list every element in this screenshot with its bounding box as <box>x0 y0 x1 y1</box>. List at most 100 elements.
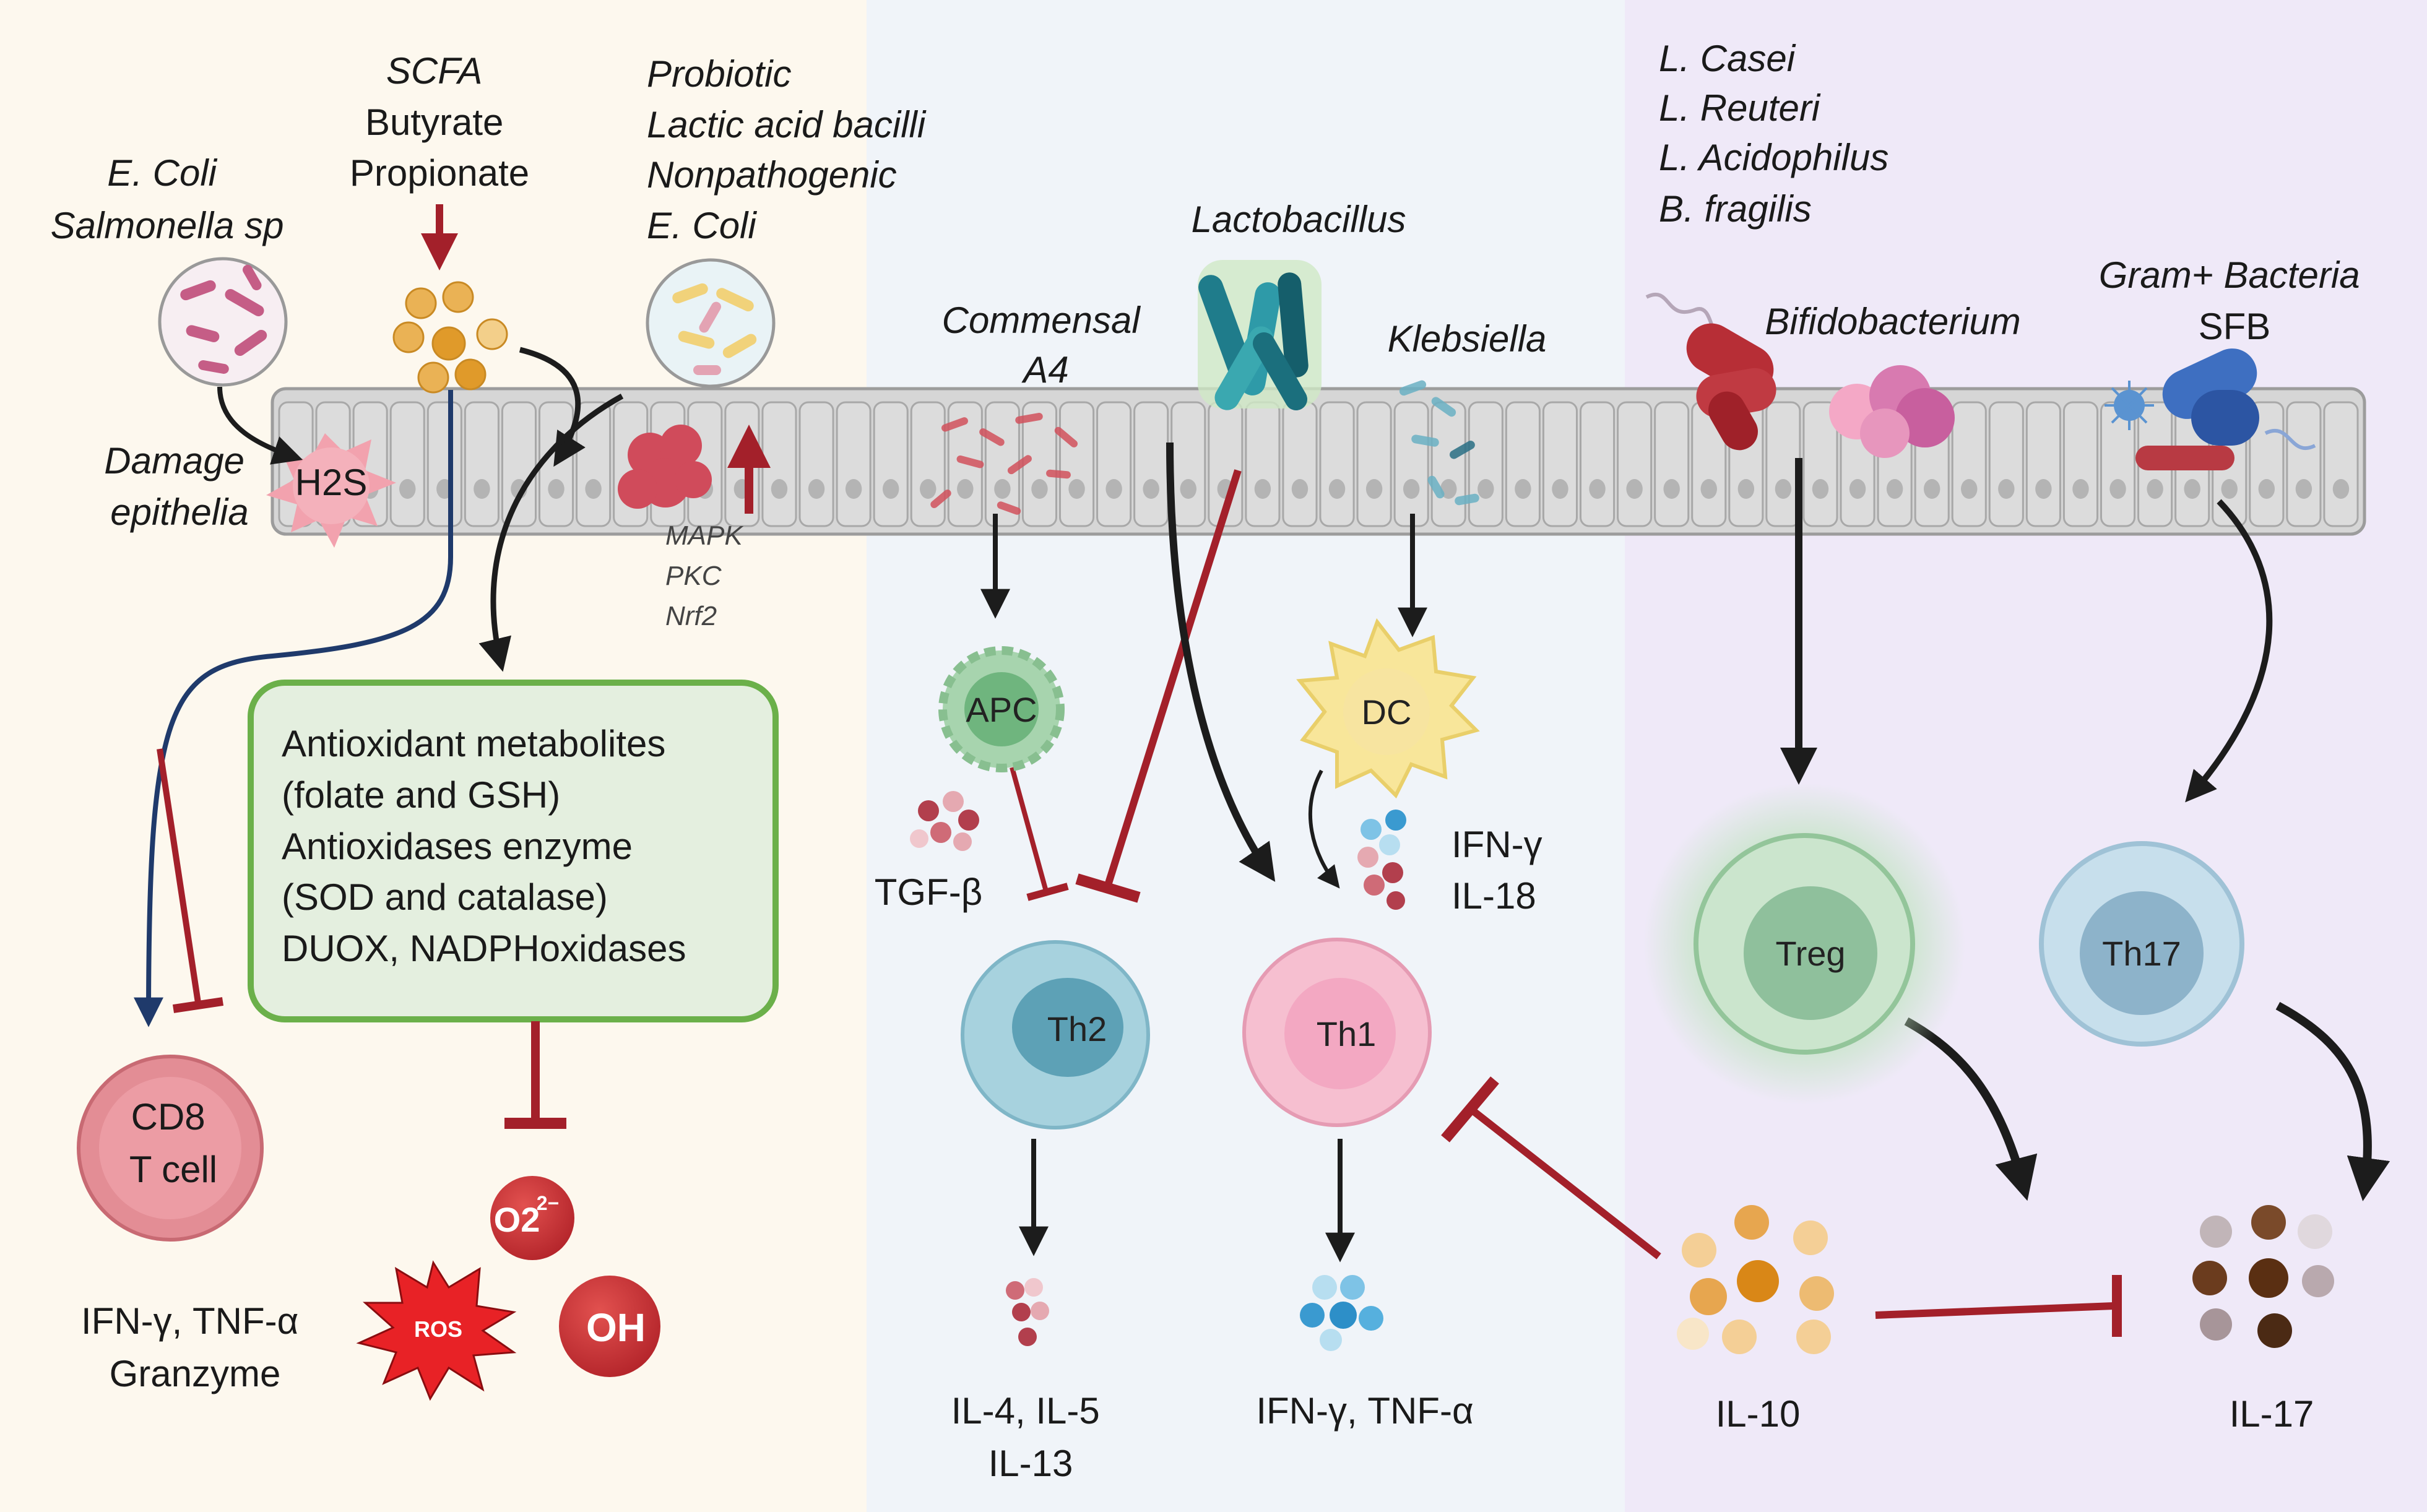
epithelial-nucleus <box>1328 479 1346 499</box>
th1-cytokines-label: IFN-γ, TNF-α <box>1256 1390 1473 1432</box>
hydroxyl-label: OH <box>586 1305 646 1350</box>
epithelial-nucleus <box>920 479 937 499</box>
pathogen-bacteria-icon <box>158 257 288 387</box>
epithelial-nucleus <box>1254 479 1271 499</box>
epithelial-cell <box>1356 401 1392 527</box>
antioxidant-box <box>248 680 779 1022</box>
th2-cell <box>961 940 1150 1130</box>
epithelial-cell <box>1059 401 1095 527</box>
epithelial-cell <box>798 401 834 527</box>
pathways-label: MAPK PKC Nrf2 <box>665 521 750 631</box>
epithelial-nucleus <box>1403 479 1420 499</box>
epithelial-cell <box>910 401 946 527</box>
epithelial-nucleus <box>882 479 899 499</box>
treg-cell <box>1643 783 1965 1105</box>
epithelial-nucleus <box>2258 479 2275 499</box>
epithelial-nucleus <box>957 479 974 499</box>
epithelial-cell <box>1133 401 1169 527</box>
epithelial-nucleus <box>2332 479 2350 499</box>
epithelial-cell <box>1319 401 1355 527</box>
epithelial-nucleus <box>1515 479 1531 499</box>
epithelial-nucleus <box>1626 479 1643 499</box>
epithelial-cell <box>1282 401 1318 527</box>
epithelial-nucleus <box>474 479 490 499</box>
epithelial-nucleus <box>1068 479 1085 499</box>
epithelial-nucleus <box>1886 479 1903 499</box>
epithelial-cell <box>836 401 872 527</box>
epithelial-nucleus <box>1440 479 1457 499</box>
th2-cytokine-molecules-icon <box>1006 1278 1049 1346</box>
cd8-label: CD8 T cell <box>129 1096 217 1190</box>
il10-molecules-icon <box>1677 1205 1834 1354</box>
superoxide-icon <box>490 1176 574 1260</box>
ros-label: ROS <box>414 1316 462 1342</box>
epithelial-cell <box>1988 401 2024 527</box>
th17-cell <box>2039 841 2244 1047</box>
damage-epithelia-label: Damage epithelia <box>104 440 254 533</box>
epithelial-nucleus <box>2072 479 2089 499</box>
treg-label: Treg <box>1775 934 1845 973</box>
epithelial-nucleus <box>1143 479 1159 499</box>
epithelial-nucleus <box>1737 479 1755 499</box>
epithelial-cell <box>1245 401 1281 527</box>
epithelial-cell <box>1542 401 1578 527</box>
epithelial-nucleus <box>399 479 416 499</box>
epithelial-nucleus <box>2035 479 2052 499</box>
epithelial-nucleus <box>1849 479 1866 499</box>
epithelial-cell <box>2323 401 2359 527</box>
epithelial-cell <box>1654 401 1690 527</box>
epithelial-cell <box>539 401 574 527</box>
bifidobacterium-label: Bifidobacterium <box>1765 301 2021 342</box>
h2s-label: H2S <box>295 462 368 503</box>
epithelial-nucleus <box>1998 479 2015 499</box>
antioxidant-text: Antioxidant metabolites (folate and GSH)… <box>282 723 686 969</box>
epithelial-nucleus <box>771 479 788 499</box>
epithelial-cell <box>464 401 500 527</box>
probiotic-bacteria-icon <box>646 258 776 388</box>
bifidobacterium-icon <box>1829 365 1955 458</box>
dc-cytokine-molecules-icon <box>1357 810 1406 910</box>
superoxide-label: O2 <box>494 1200 540 1239</box>
epithelial-nucleus <box>1589 479 1606 499</box>
epithelial-nucleus <box>1291 479 1309 499</box>
superoxide-superscript: 2− <box>537 1192 559 1214</box>
lacto-species-bacteria-icon <box>1645 292 1776 451</box>
epithelial-cell <box>1765 401 1801 527</box>
dc-label: DC <box>1362 693 1412 732</box>
epithelial-nucleus <box>2109 479 2126 499</box>
dc-cytokines-label: IFN-γ IL-18 <box>1451 824 1552 917</box>
epithelial-nucleus <box>1365 479 1383 499</box>
th2-cytokines-label: IL-4, IL-5 IL-13 <box>951 1390 1110 1484</box>
epithelial-cell <box>724 401 760 527</box>
epithelial-cell <box>1951 401 1987 527</box>
epithelial-cell <box>873 401 909 527</box>
epithelial-cell <box>426 401 462 527</box>
epithelial-nucleus <box>2147 479 2163 499</box>
lactobacillus-icon <box>1198 260 1322 411</box>
epithelial-nucleus <box>1031 479 1048 499</box>
lactobacillus-label: Lactobacillus <box>1192 199 1406 240</box>
epithelial-cell <box>2025 401 2061 527</box>
epithelial-cell <box>501 401 537 527</box>
commensal-bacteria-icon <box>930 413 1078 515</box>
epithelial-cell <box>1170 401 1206 527</box>
epithelial-nucleus <box>1552 479 1568 499</box>
epithelial-nucleus <box>1663 479 1680 499</box>
epithelial-cell <box>1617 401 1653 527</box>
epithelial-nucleus <box>994 479 1011 499</box>
epithelial-cell <box>2249 401 2285 527</box>
epithelial-nucleus <box>2295 479 2312 499</box>
epithelial-cell <box>1096 401 1132 527</box>
epithelial-cell <box>1802 401 1838 527</box>
klebsiella-label: Klebsiella <box>1388 318 1547 360</box>
epithelial-cell <box>1580 401 1616 527</box>
th1-cell <box>1242 938 1432 1127</box>
cd8-t-cell <box>77 1055 264 1242</box>
ecoli-salmonella-label: E. Coli Salmonella sp <box>51 152 284 246</box>
epithelial-cell <box>2286 401 2322 527</box>
apc-cell <box>938 646 1065 772</box>
ros-burst-icon <box>356 1260 517 1401</box>
th17-label: Th17 <box>2102 934 2181 973</box>
epithelial-nucleus <box>548 479 565 499</box>
apc-label: APC <box>966 690 1037 729</box>
